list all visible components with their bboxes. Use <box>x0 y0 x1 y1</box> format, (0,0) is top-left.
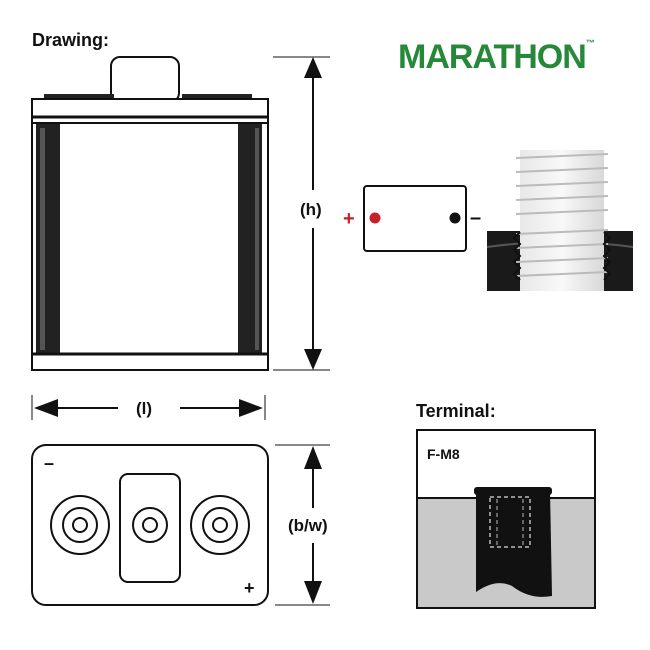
arrow-right <box>239 399 263 417</box>
negative-sign: – <box>470 207 481 229</box>
battery-handle <box>110 56 180 103</box>
top-view-negative-sign: – <box>44 453 54 473</box>
positive-sign: + <box>343 208 355 230</box>
drawing-heading: Drawing: <box>32 30 110 50</box>
arrow-up <box>304 57 322 78</box>
brand-logo: MARATHON™ <box>398 38 595 77</box>
threaded-bolt-illustration <box>486 150 634 291</box>
arrow-up-width <box>304 446 322 469</box>
top-view-positive-sign: + <box>244 578 255 598</box>
bolt-shank <box>520 150 604 291</box>
brand-name: MARATHON <box>398 38 587 76</box>
arrow-left <box>34 399 58 417</box>
polarity-layout: + – <box>343 185 481 252</box>
width-dimension: (b/w) <box>275 444 330 606</box>
length-dimension: (l) <box>31 395 266 420</box>
terminal-detail: F-M8 <box>416 429 596 609</box>
polarity-box <box>363 185 467 252</box>
battery-body <box>31 98 269 371</box>
terminal-code: F-M8 <box>427 446 460 462</box>
negative-terminal-dot <box>449 212 461 224</box>
height-dimension: (h) <box>273 56 330 371</box>
length-label: (l) <box>136 399 152 418</box>
arrow-down-width <box>304 581 322 604</box>
top-strip-left <box>44 94 114 100</box>
top-strip-right <box>182 94 252 100</box>
trademark-mark: ™ <box>585 38 595 48</box>
threaded-hole <box>489 496 531 548</box>
arrow-down <box>304 349 322 370</box>
side-pillar-left <box>36 124 60 354</box>
terminal-post <box>476 490 552 597</box>
positive-terminal-dot <box>369 212 381 224</box>
battery-front-view <box>31 56 269 371</box>
height-label: (h) <box>300 200 322 219</box>
terminal-heading: Terminal: <box>416 401 496 421</box>
width-label: (b/w) <box>288 516 328 535</box>
battery-top-view: – + <box>31 444 269 606</box>
